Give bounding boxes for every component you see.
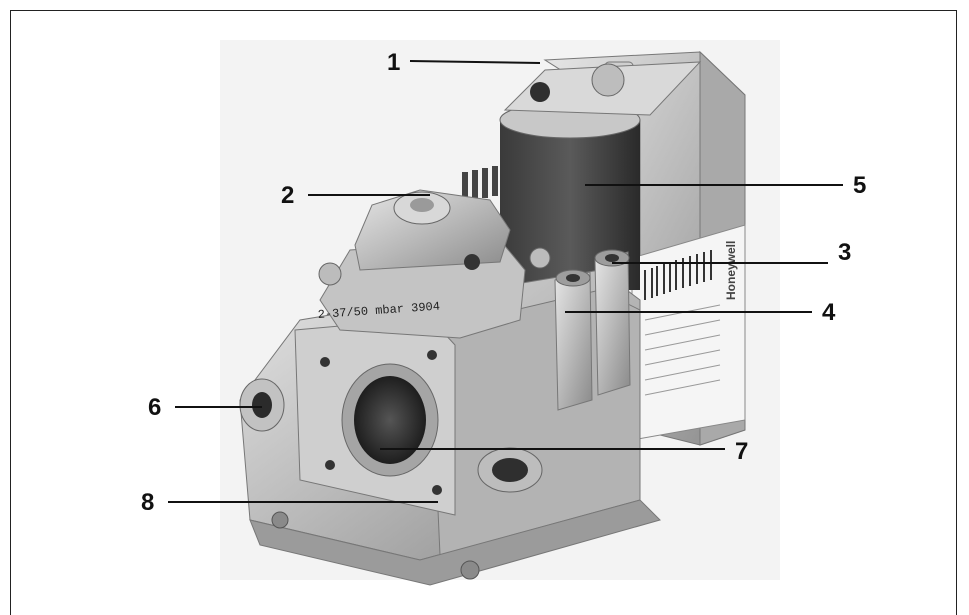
bottom-port bbox=[477, 447, 543, 493]
callout-5: 5 bbox=[853, 172, 866, 199]
callout-1: 1 bbox=[387, 49, 400, 76]
test-nipples bbox=[554, 249, 631, 411]
callout-3: 3 bbox=[838, 239, 851, 266]
label-plate: Honeywell bbox=[631, 224, 746, 441]
callout-6: 6 bbox=[148, 394, 161, 421]
callout-4: 4 bbox=[822, 299, 836, 326]
magnet-coil bbox=[499, 61, 702, 290]
callout-8: 8 bbox=[141, 489, 154, 516]
leader-1 bbox=[409, 60, 541, 64]
pressure-regulator: 2-37/50 mbar 3904 bbox=[317, 189, 551, 339]
callout-2: 2 bbox=[281, 182, 294, 209]
side-pressure-port bbox=[239, 378, 285, 432]
brand-text: Honeywell bbox=[724, 241, 738, 300]
valve-body bbox=[239, 269, 661, 586]
callout-7: 7 bbox=[735, 438, 748, 465]
connector-pins bbox=[462, 166, 498, 202]
